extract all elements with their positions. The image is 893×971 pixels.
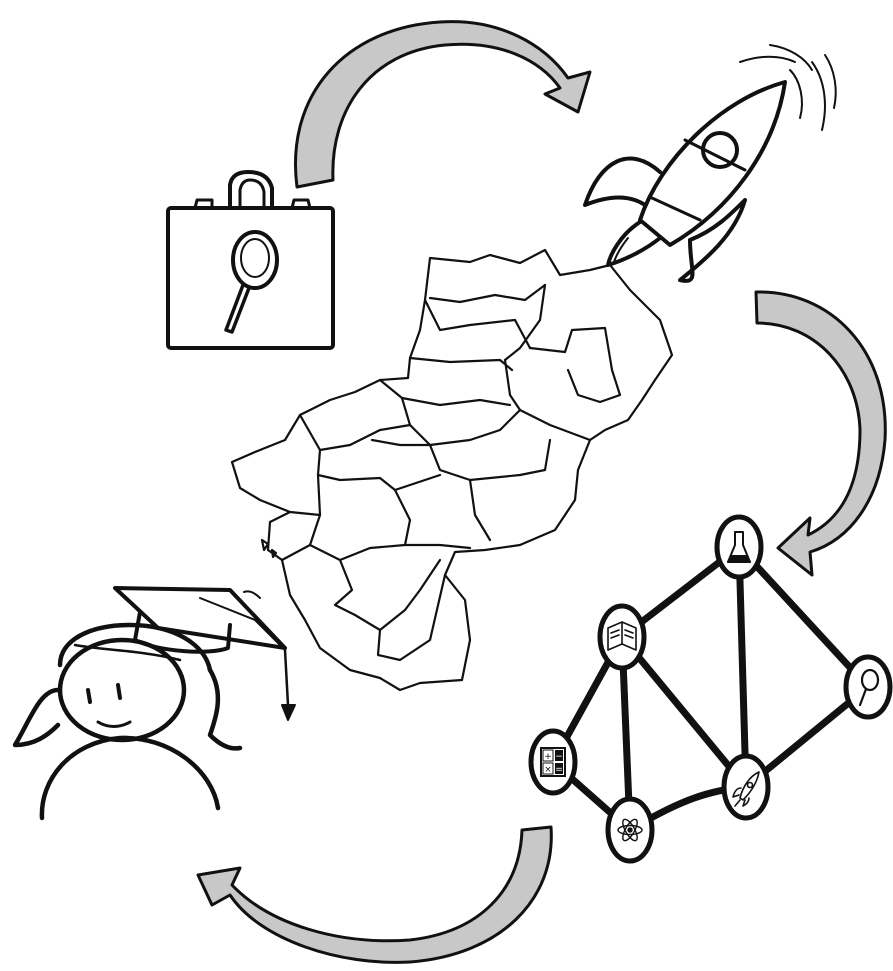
arrow-bottom (196, 825, 553, 964)
atom-icon (617, 818, 643, 842)
network-node-atom (605, 796, 655, 864)
graduate-student-icon (12, 586, 296, 821)
calc-key-equals: = (555, 765, 563, 775)
network-node-magnifier (843, 654, 893, 720)
calculator-icon: + − × = (540, 747, 566, 777)
network-node-flask (714, 514, 764, 580)
arrow-top (294, 20, 592, 189)
calc-key-times: × (544, 765, 552, 775)
magnifier-icon (858, 668, 880, 707)
calc-key-plus: + (544, 752, 552, 762)
rocket-icon (583, 44, 837, 283)
book-icon (607, 621, 637, 651)
network-node-calculator: + − × = (528, 728, 578, 796)
network-graph-icon: + − × = (528, 514, 893, 864)
region-map (230, 248, 674, 692)
arrow-right (754, 290, 887, 577)
rocket-icon (732, 771, 760, 807)
briefcase-magnifier-icon (166, 170, 335, 350)
flask-icon (727, 531, 751, 563)
network-node-book (597, 603, 647, 671)
calc-key-minus: − (555, 752, 563, 762)
network-node-rocket (721, 753, 771, 821)
